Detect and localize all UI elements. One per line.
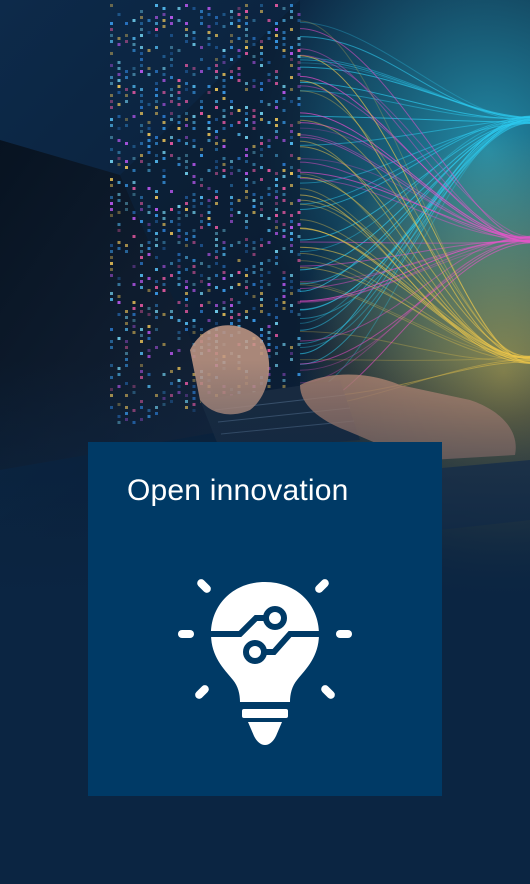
- lightbulb-circuit-icon: [178, 579, 352, 745]
- open-innovation-card[interactable]: Open innovation: [88, 442, 442, 796]
- hero-image: [0, 0, 530, 600]
- card-title: Open innovation: [127, 474, 349, 507]
